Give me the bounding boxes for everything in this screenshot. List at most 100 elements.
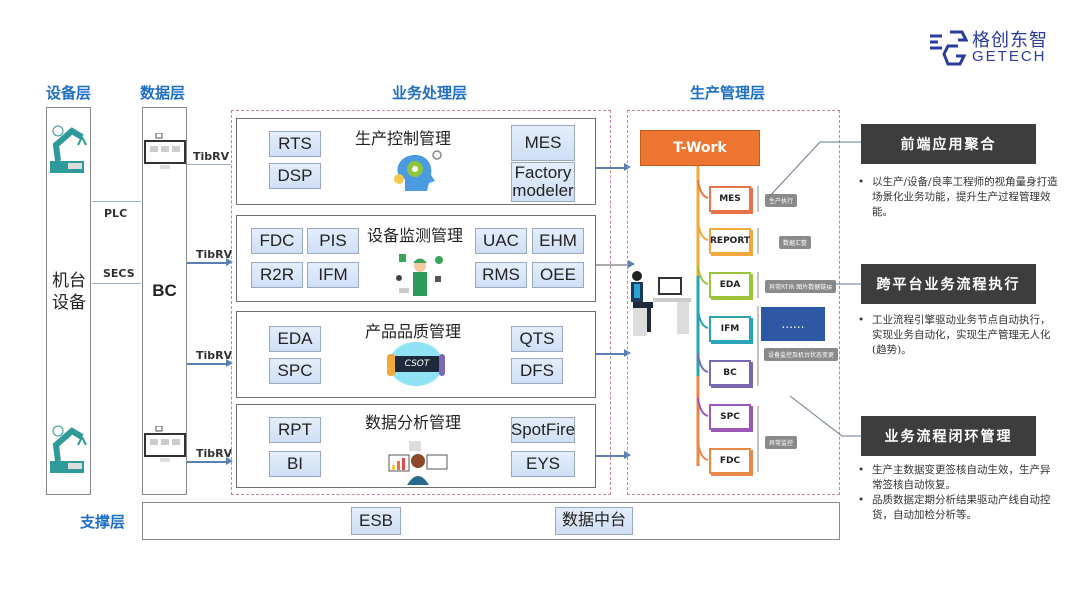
layer-title-business: 业务处理层 xyxy=(392,84,468,102)
layer-title-device: 设备层 xyxy=(46,84,92,102)
arrow-head xyxy=(226,457,233,465)
analyst-icon xyxy=(388,441,448,485)
benefit-bullet: 工业流程引擎驱动业务节点自动执行，实现业务自动化，实现生产管理无人化(趋势)。 xyxy=(858,313,1058,358)
arrow-head xyxy=(226,258,233,266)
module-chip[interactable]: RPT xyxy=(269,417,321,443)
benefit-banner: 跨平台业务流程执行 xyxy=(861,264,1036,304)
connector-line xyxy=(596,264,628,266)
tibrv-connector-3 xyxy=(187,363,227,365)
robot-arm-icon xyxy=(50,125,87,173)
support-chip-esb[interactable]: ESB xyxy=(351,507,401,535)
module-chip[interactable]: DSP xyxy=(269,163,321,189)
tibrv-connector-2 xyxy=(187,262,227,264)
twork-box[interactable]: T-Work xyxy=(640,130,760,166)
monitor-icon xyxy=(144,133,186,169)
connector-line xyxy=(596,455,624,457)
tree-tag: 生产执行 xyxy=(765,194,798,207)
layer-title-support: 支撑层 xyxy=(80,513,126,531)
layer-title-data: 数据层 xyxy=(140,84,186,102)
tree-connectors xyxy=(696,166,759,472)
module-chip[interactable]: FDC xyxy=(251,228,303,254)
benefit-banner: 业务流程闭环管理 xyxy=(861,416,1036,456)
module-chip[interactable]: DFS xyxy=(511,358,563,384)
panel-title: 数据分析管理 xyxy=(365,413,462,432)
csot-banner-text: CSOT xyxy=(395,356,439,372)
module-chip[interactable]: BI xyxy=(269,451,321,477)
tibrv-connector-1 xyxy=(187,164,231,165)
tree-tag: 异常监控 xyxy=(765,436,798,449)
tree-node-eda[interactable]: EDA xyxy=(709,272,751,298)
module-chip[interactable]: IFM xyxy=(307,262,359,288)
data-column: BC xyxy=(142,107,187,495)
logo-cn-text: 格创东智 xyxy=(972,30,1048,51)
module-chip[interactable]: EDA xyxy=(269,326,321,352)
panel-title: 产品品质管理 xyxy=(365,322,462,341)
tree-node-mes[interactable]: MES xyxy=(709,186,751,212)
csot-banner-icon: CSOT xyxy=(383,342,449,390)
benefit-bullets: 工业流程引擎驱动业务节点自动执行，实现业务自动化，实现生产管理无人化(趋势)。 xyxy=(858,313,1058,358)
benefit-bullets: 生产主数据变更签核自动生效，生产异常签核自动恢复。 品质数据定期分析结果驱动产线… xyxy=(858,463,1058,523)
secs-label: SECS xyxy=(103,267,135,280)
tree-tag: 数据汇整 xyxy=(779,236,812,249)
tree-tag: 异常RTIR 图片数据链接 xyxy=(765,280,837,293)
production-layer-box xyxy=(627,110,840,495)
getech-logo: 格创东智 GETECH xyxy=(928,26,1068,70)
panel-data-analysis: 数据分析管理 RPT BI SpotFire EYS xyxy=(236,404,596,488)
module-chip[interactable]: MES xyxy=(511,125,575,161)
monitor-icon xyxy=(144,426,186,462)
module-chip[interactable]: EYS xyxy=(511,451,575,477)
support-chip-data-platform[interactable]: 数据中台 xyxy=(555,507,633,535)
layer-title-production: 生产管理层 xyxy=(690,84,766,102)
module-chip[interactable]: SPC xyxy=(269,358,321,384)
panel-equipment-monitoring: 设备监测管理 FDC PIS R2R IFM UAC EHM RMS OEE xyxy=(236,215,596,302)
tibrv-label-2: TibRV xyxy=(196,248,233,261)
gear-head-icon xyxy=(394,150,442,191)
robot-arm-icon xyxy=(50,425,87,473)
module-chip[interactable]: RTS xyxy=(269,131,321,157)
benefit-bullet: 生产主数据变更签核自动生效，生产异常签核自动恢复。 xyxy=(858,463,1058,493)
secs-connector xyxy=(92,283,141,284)
panel-production-control: 生产控制管理 RTS DSP MES Factory modeler xyxy=(236,118,596,205)
bc-label: BC xyxy=(152,281,177,300)
arrow-head xyxy=(628,260,635,268)
device-label: 机台设备 xyxy=(52,271,86,313)
tree-node-spc[interactable]: SPC xyxy=(709,404,751,430)
plc-connector xyxy=(92,201,141,202)
module-chip[interactable]: SpotFire xyxy=(511,417,575,443)
benefit-bullet: 以生产/设备/良率工程师的视角量身打造场景化业务功能，提升生产过程管理效能。 xyxy=(858,175,1058,220)
benefit-banner: 前端应用聚合 xyxy=(861,124,1036,164)
tree-node-report[interactable]: REPORT xyxy=(709,228,751,254)
tibrv-label-4: TibRV xyxy=(196,447,233,460)
tree-tag: 设备监控及机台状态变更 xyxy=(764,348,839,361)
connector-line xyxy=(596,167,624,169)
panel-title: 生产控制管理 xyxy=(355,129,452,148)
panel-product-quality: 产品品质管理 EDA SPC QTS DFS CSOT xyxy=(236,311,596,398)
engineer-icon xyxy=(396,254,443,296)
tibrv-label-1: TibRV xyxy=(193,150,230,163)
module-chip[interactable]: Factory modeler xyxy=(511,162,575,202)
panel-title: 设备监测管理 xyxy=(367,226,464,245)
benefit-bullets: 以生产/设备/良率工程师的视角量身打造场景化业务功能，提升生产过程管理效能。 xyxy=(858,175,1058,220)
leader-lines xyxy=(767,141,864,437)
getech-logo-icon xyxy=(930,30,968,66)
module-chip[interactable]: QTS xyxy=(511,326,563,352)
plc-label: PLC xyxy=(104,207,128,220)
business-layer-box xyxy=(231,110,611,495)
benefit-bullet: 品质数据定期分析结果驱动产线自动控货，自动加检分析等。 xyxy=(858,493,1058,523)
module-chip[interactable]: R2R xyxy=(251,262,303,288)
ellipsis-box: ...... xyxy=(761,307,825,341)
module-chip[interactable]: PIS xyxy=(307,228,359,254)
module-chip[interactable]: OEE xyxy=(532,262,584,288)
module-chip[interactable]: RMS xyxy=(475,262,527,288)
module-chip[interactable]: UAC xyxy=(475,228,527,254)
tibrv-label-3: TibRV xyxy=(196,349,233,362)
tree-node-ifm[interactable]: IFM xyxy=(709,316,751,342)
tree-node-fdc[interactable]: FDC xyxy=(709,448,751,474)
tibrv-connector-4 xyxy=(187,461,227,463)
connector-line xyxy=(596,353,624,355)
person-at-desk-icon xyxy=(631,271,691,336)
support-layer-box: ESB 数据中台 xyxy=(142,502,840,540)
arrow-head xyxy=(226,359,233,367)
module-chip[interactable]: EHM xyxy=(532,228,584,254)
tree-node-bc[interactable]: BC xyxy=(709,360,751,386)
